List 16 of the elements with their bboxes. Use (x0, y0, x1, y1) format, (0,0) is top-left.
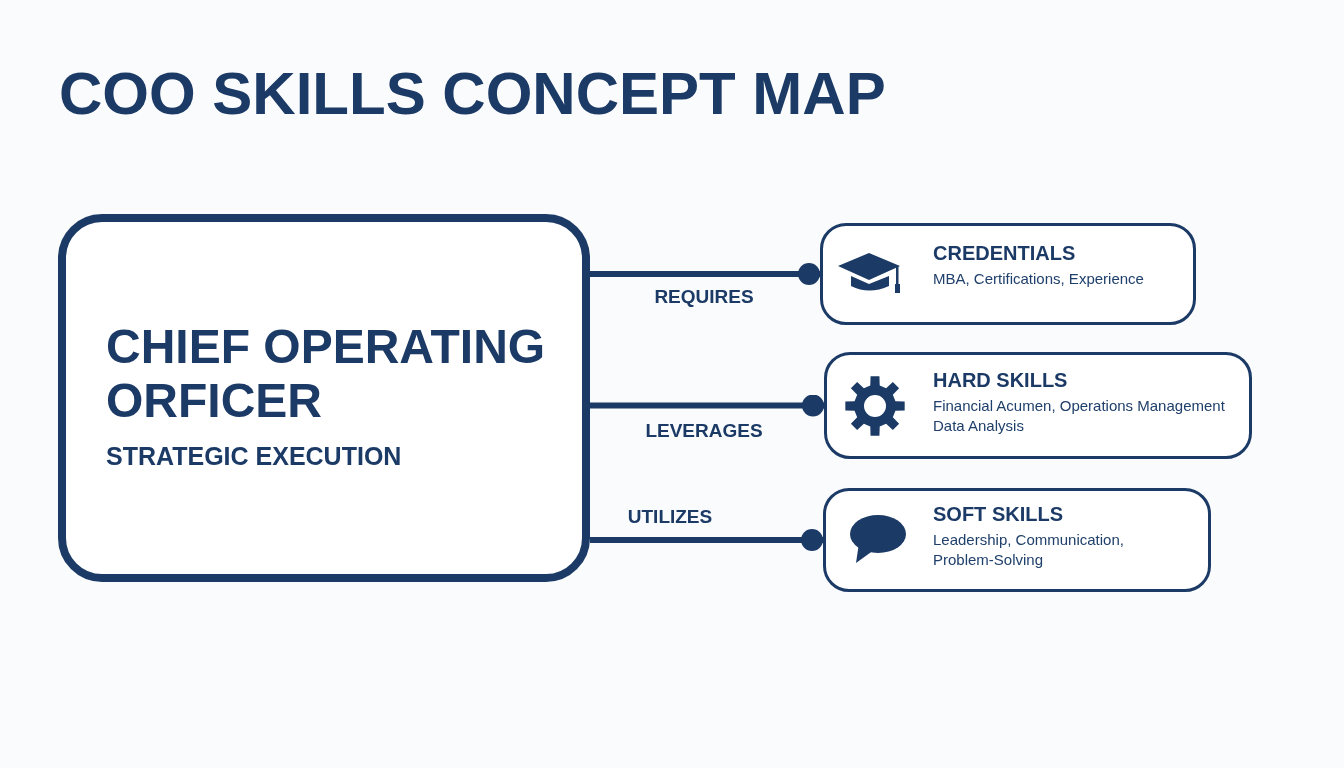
card-heading: SOFT SKILLS (933, 502, 1064, 526)
card-heading: CREDENTIALS (933, 241, 1077, 265)
skill-card (824, 352, 1252, 459)
node-title: CHIEF OPERATING ORFICER (106, 320, 547, 428)
card-heading: HARD SKILLS (933, 368, 1069, 392)
role-box (58, 214, 590, 582)
card-description: MBA, Certifications, Experience (933, 269, 1145, 289)
skill-card (823, 488, 1211, 592)
skill-card (820, 223, 1196, 325)
connector-line (590, 394, 824, 417)
card-description: Leadership, Communication, Problem-Solving (933, 530, 1125, 570)
node-subtitle: STRATEGIC EXECUTION (106, 441, 403, 471)
card-description: Financial Acumen, Operations Management Data Analysis (933, 396, 1226, 436)
connector-line (590, 529, 823, 551)
diagram-title: COO SKILLS CONCEPT MAP (59, 64, 886, 124)
connector-line (590, 263, 820, 285)
